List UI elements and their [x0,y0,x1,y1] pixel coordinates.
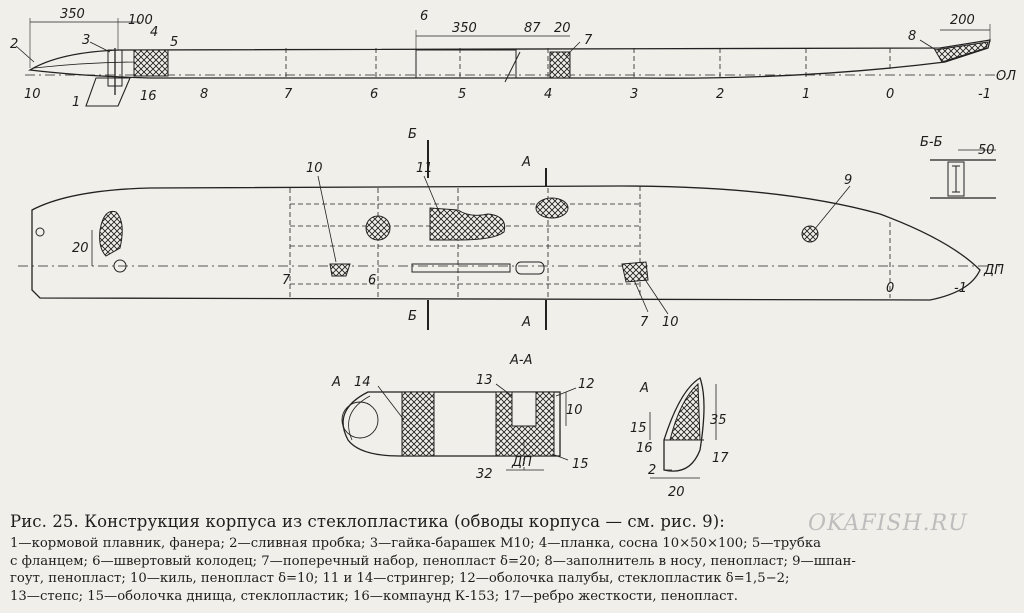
plan-station-6: 6 [368,273,376,288]
section-aa-dim-32: 32 [476,467,493,482]
section-bb-title: Б-Б [920,135,943,150]
side-view [15,18,1000,107]
plan-callout-10: 10 [306,161,323,176]
dim-350-b: 350 [452,21,477,36]
station-7: 7 [284,87,293,102]
section-mark-a-bottom: А [521,315,531,330]
plan-callout-11: 11 [416,161,433,176]
legend-line: с фланцем; 6—швертовый колодец; 7—попере… [10,553,856,569]
callout-3: 3 [82,33,90,48]
station-3: 3 [630,87,638,102]
callout-16: 16 [140,89,157,104]
plan-callout-10b: 10 [662,315,679,330]
station-8: 8 [200,87,208,102]
callout-8: 8 [908,29,916,44]
callout-1: 1 [72,95,80,110]
detail-a [649,377,717,479]
section-aa [341,383,577,471]
dim-350-a: 350 [60,7,85,22]
section-aa-callout-12: 12 [578,377,595,392]
callout-5: 5 [170,35,178,50]
detail-a-dim-20: 20 [668,485,685,500]
station-0: 0 [886,87,894,102]
section-bb-dim-50: 50 [978,143,995,158]
dim-200: 200 [950,13,975,28]
section-aa-dim-10: 10 [566,403,583,418]
section-aa-baseline: ДП [511,455,532,470]
detail-a-callout-17: 17 [712,451,729,466]
station-1: 1 [802,87,810,102]
callout-7: 7 [584,33,593,48]
caption-title: Рис. 25. Конструкция корпуса из стеклопл… [10,512,725,531]
callout-4: 4 [150,25,158,40]
side-view-labels: 350 100 350 87 20 200 10 8 7 6 5 4 3 2 1… [10,7,1016,110]
section-mark-a-top: А [521,155,531,170]
detail-a-title: А [639,381,649,396]
detail-a-callout-16: 16 [636,441,653,456]
legend-line: 1—кормовой плавник, фанера; 2—сливная пр… [10,536,821,551]
section-aa-title: А-А [509,353,532,368]
callout-6: 6 [420,9,428,24]
section-aa-detail-mark: А [331,375,341,390]
plan-view [18,140,1000,330]
section-aa-callout-14: 14 [354,375,371,390]
plan-station-minus1: -1 [954,281,967,296]
caption-legend: 1—кормовой плавник, фанера; 2—сливная пр… [10,535,1014,605]
section-mark-b-top: Б [408,127,417,142]
callout-2: 2 [10,37,18,52]
waterline-label: ОЛ [996,69,1016,84]
section-aa-labels: А-А А 14 13 12 15 10 32 ДП [331,353,595,482]
section-mark-b-bottom: Б [408,309,417,324]
section-bb [930,149,996,199]
legend-line: 13—степс; 15—оболочка днища, стеклопласт… [10,588,739,604]
legend-line: гоут, пенопласт; 10—киль, пенопласт δ=10… [10,571,790,586]
station-2: 2 [716,87,724,102]
station-minus1: -1 [978,87,991,102]
plan-callout-9: 9 [844,173,852,188]
watermark: OKAFISH.RU [808,511,968,536]
plan-callout-7: 7 [640,315,649,330]
dim-87: 87 [524,21,541,36]
detail-a-dim-15: 15 [630,421,647,436]
detail-a-dim-35: 35 [710,413,727,428]
plan-baseline-label: ДП [983,263,1004,278]
section-aa-callout-15: 15 [572,457,589,472]
plan-station-7: 7 [282,273,291,288]
dim-20: 20 [554,21,571,36]
detail-a-labels: А 15 35 2 20 16 17 [630,381,729,500]
dim-100: 100 [128,13,153,28]
detail-a-dim-2: 2 [648,463,656,478]
station-5: 5 [458,87,466,102]
figure-caption: Рис. 25. Конструкция корпуса из стеклопл… [10,512,1014,605]
station-10: 10 [24,87,41,102]
plan-dim-20: 20 [72,241,89,256]
hull-construction-drawing: 350 100 350 87 20 200 10 8 7 6 5 4 3 2 1… [10,7,1016,500]
section-aa-callout-13: 13 [476,373,493,388]
station-6: 6 [370,87,378,102]
station-4: 4 [544,87,552,102]
plan-station-0: 0 [886,281,894,296]
plan-view-labels: Б Б А А 7 6 0 -1 ДП 20 10 11 9 7 10 [72,127,1004,330]
